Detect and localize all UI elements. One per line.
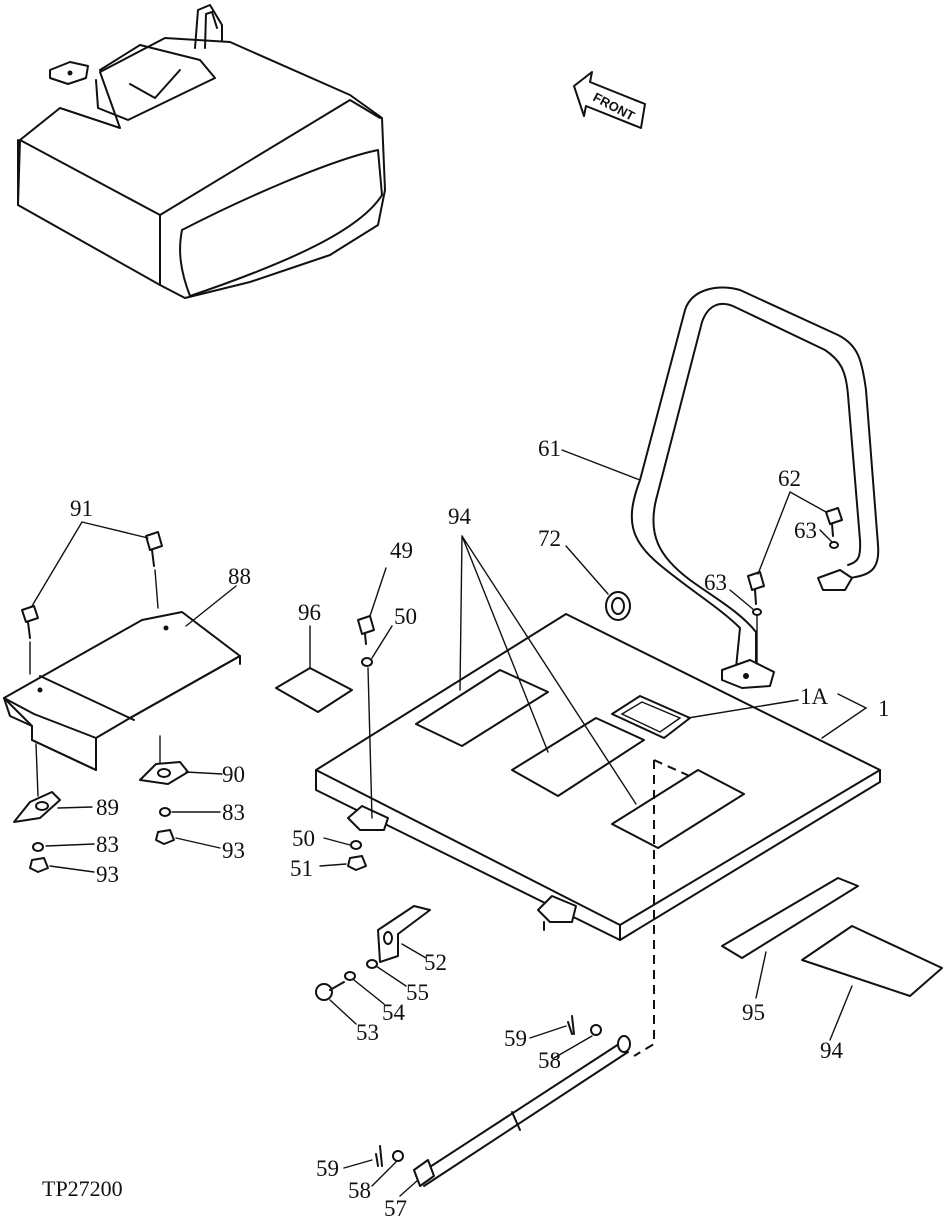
callout-94-plate: 94 — [448, 504, 472, 529]
bolt-62-right — [825, 507, 843, 549]
bolt-53 — [315, 981, 345, 1001]
bolt-91-right — [145, 531, 163, 609]
callout-61: 61 — [538, 436, 561, 461]
bolt-91-left — [21, 605, 39, 675]
callout-94-loose: 94 — [820, 1038, 844, 1063]
callout-55: 55 — [406, 980, 429, 1005]
front-arrow-icon: FRONT — [573, 71, 646, 129]
bracket-52 — [377, 905, 431, 963]
decal-94-loose — [801, 925, 943, 997]
washer-55 — [366, 959, 378, 969]
seat-assembly — [17, 4, 386, 299]
washer-54 — [344, 971, 356, 981]
washer-58-upper — [590, 1024, 602, 1036]
decal-96 — [275, 667, 353, 713]
drawing-id: TP27200 — [42, 1176, 123, 1201]
callout-57: 57 — [384, 1196, 407, 1221]
handle-bar — [630, 286, 880, 689]
callout-63-left: 63 — [704, 570, 727, 595]
callout-88: 88 — [228, 564, 251, 589]
callout-53: 53 — [356, 1020, 379, 1045]
pin-59-upper — [567, 1015, 575, 1035]
callout-50-bottom: 50 — [292, 826, 315, 851]
callout-91: 91 — [70, 496, 93, 521]
callout-72: 72 — [538, 526, 561, 551]
callouts: 91 88 89 90 83 83 93 93 96 49 50 50 51 9… — [70, 436, 890, 1221]
callout-1A: 1A — [800, 684, 829, 709]
callout-54: 54 — [382, 1000, 406, 1025]
callout-96: 96 — [298, 600, 321, 625]
clip-90 — [139, 735, 189, 785]
strut-alignment-line — [633, 760, 655, 1057]
callout-58-lower: 58 — [348, 1178, 371, 1203]
gas-strut-57 — [413, 1035, 631, 1187]
decal-95 — [721, 877, 859, 959]
callout-90: 90 — [222, 762, 245, 787]
callout-52: 52 — [424, 950, 447, 975]
callout-1: 1 — [878, 696, 890, 721]
callout-95: 95 — [742, 1000, 765, 1025]
callout-93-left: 93 — [96, 862, 119, 887]
side-cover — [3, 611, 241, 771]
nut-93-left — [29, 857, 49, 873]
bolt-62-left — [747, 571, 765, 665]
callout-50-top: 50 — [394, 604, 417, 629]
callout-62: 62 — [778, 466, 801, 491]
washer-58-lower — [392, 1150, 404, 1162]
callout-59-upper: 59 — [504, 1026, 527, 1051]
callout-83-left: 83 — [96, 832, 119, 857]
callout-93-right: 93 — [222, 838, 245, 863]
clip-89 — [13, 743, 61, 823]
pin-59-lower — [375, 1145, 383, 1167]
leader-lines — [31, 449, 868, 1197]
bolt-49 — [347, 615, 375, 871]
callout-51: 51 — [290, 856, 313, 881]
callout-58-upper: 58 — [538, 1048, 561, 1073]
callout-63-right: 63 — [794, 518, 817, 543]
floor-plate — [315, 613, 881, 941]
strut-alignment-line-2 — [653, 759, 695, 779]
callout-83-right: 83 — [222, 800, 245, 825]
washer-83-left — [32, 842, 44, 852]
nut-93-right — [155, 829, 175, 845]
grommet-72 — [605, 591, 631, 621]
callout-49: 49 — [390, 538, 413, 563]
callout-59-lower: 59 — [316, 1156, 339, 1181]
callout-89: 89 — [96, 795, 119, 820]
washer-83-right — [159, 807, 171, 817]
